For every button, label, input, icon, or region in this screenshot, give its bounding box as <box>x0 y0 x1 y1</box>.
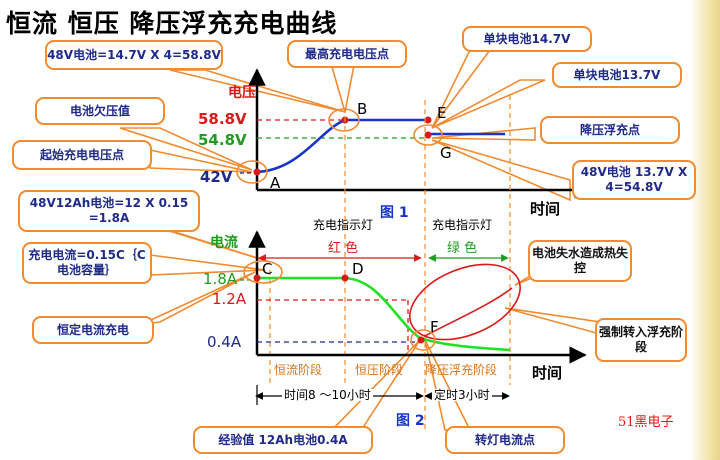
chart2-current-curve <box>257 276 511 352</box>
chart1-tick-548: 54.8V <box>198 131 247 149</box>
chart1-dot-e <box>424 116 432 124</box>
chart2-tick-18: 1.8A <box>203 270 238 288</box>
chart2-runaway-curve <box>424 287 513 337</box>
indicator-green-label: 绿 色 <box>447 241 478 256</box>
duration-float-label: 定时3小时 <box>432 388 492 402</box>
chart2-xlabel: 时间 <box>532 364 563 382</box>
leader-switch-point <box>424 339 472 431</box>
chart2-point-f: F <box>430 318 439 336</box>
chart1-xlabel: 时间 <box>530 200 561 218</box>
chart1-point-b: B <box>357 100 368 118</box>
chart1-tick-42: 42V <box>200 168 233 186</box>
chart2-tick-12: 1.2A <box>212 290 247 308</box>
chart1-circle-b <box>328 108 360 132</box>
callout-battery-calc: 48V电池=14.7V X 4=58.8V <box>45 40 223 70</box>
callout-empirical: 经验值 12Ah电池0.4A <box>193 426 373 454</box>
callout-current-def: 充电电流=0.15C｛C电池容量｝ <box>22 242 152 284</box>
callout-start-point: 起始充电电压点 <box>12 140 152 170</box>
phase-float: 降压浮充阶段 <box>425 363 498 377</box>
phase-cv: 恒压阶段 <box>355 363 404 377</box>
callout-float-point: 降压浮充点 <box>540 116 680 144</box>
chart1-tick-588: 58.8V <box>198 110 247 128</box>
chart2-point-d: D <box>352 260 364 278</box>
leader-undervoltage <box>119 127 253 171</box>
phase-dividers <box>344 95 511 430</box>
indicator-red-label: 红 色 <box>328 241 359 256</box>
leader-force-float <box>504 307 601 336</box>
callout-float-calc: 48V电池 13.7V X 4=54.8V <box>572 160 696 200</box>
chart2-dot-d <box>341 274 349 282</box>
chart2-circle-c <box>243 260 283 284</box>
leader-cell-137 <box>431 79 546 129</box>
phase-cc: 恒流阶段 <box>274 363 323 377</box>
chart1-point-a: A <box>270 174 281 192</box>
duration-main-label: 时间8 〜10小时 <box>282 388 373 402</box>
chart1-dot-a <box>253 168 261 176</box>
chart2 <box>240 230 587 364</box>
callout-max-voltage: 最高充电电压点 <box>287 40 407 68</box>
chart2-point-c: C <box>262 260 273 278</box>
chart1-voltage-curve <box>256 118 428 174</box>
chart1-circle-g <box>413 124 443 146</box>
callout-force-float: 强制转入浮充阶段 <box>595 318 687 362</box>
callout-cell-137: 单块电池13.7V <box>552 62 682 88</box>
callout-cell-147: 单块电池14.7V <box>462 26 592 52</box>
callout-water-loss: 电池失水造成热失控 <box>528 240 632 282</box>
callout-undervoltage: 电池欠压值 <box>35 97 165 125</box>
right-edge-bar <box>690 0 720 460</box>
chart2-thermal-circle <box>409 263 521 341</box>
chart2-figure-label: 图 2 <box>396 413 425 429</box>
page-title: 恒流 恒压 降压浮充充电曲线 <box>6 9 338 38</box>
callout-current-calc: 48V12Ah电池=12 X 0.15 =1.8A <box>18 190 200 232</box>
chart2-dot-f <box>417 336 425 344</box>
chart1-dot-g <box>424 131 432 139</box>
chart1-point-e: E <box>437 104 447 122</box>
chart1-figure-label: 图 1 <box>380 205 409 221</box>
callout-switch-point: 转灯电流点 <box>445 426 565 454</box>
callout-cc-charge: 恒定电流充电 <box>32 316 154 344</box>
chart2-ylabel: 电流 <box>210 235 238 251</box>
chart1-point-g: G <box>440 144 452 162</box>
chart2-tick-04: 0.4A <box>207 333 242 351</box>
chart1-ylabel: 电压 <box>228 85 256 101</box>
chart2-circle-f <box>410 329 436 351</box>
chart2-dot-c <box>253 274 261 282</box>
chart1 <box>236 68 592 199</box>
indicator-right-label: 充电指示灯 <box>432 218 493 232</box>
watermark: 51黑电子 <box>618 415 674 430</box>
chart1-circle-a <box>236 160 268 184</box>
indicator-left-label: 充电指示灯 <box>313 218 374 232</box>
